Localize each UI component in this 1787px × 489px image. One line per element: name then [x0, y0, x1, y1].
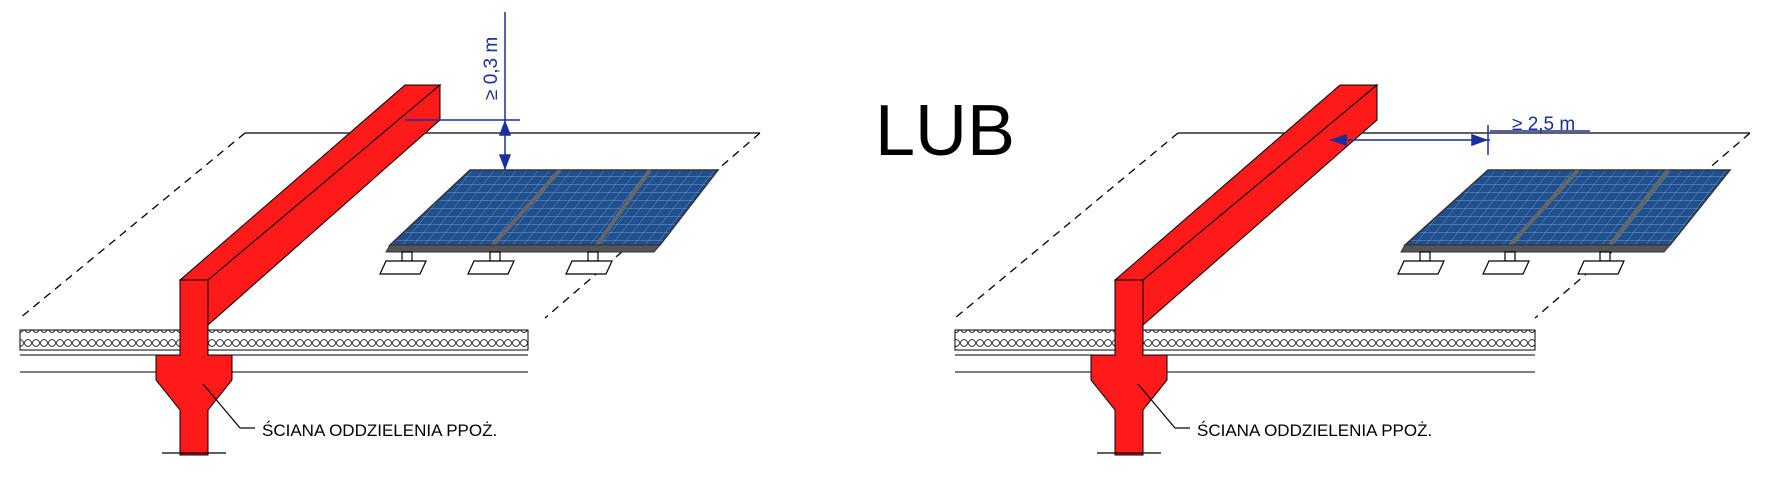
- or-label: LUB: [875, 91, 1015, 171]
- leader-line: [1137, 383, 1190, 429]
- wall-label: ŚCIANA ODDZIELENIA PPOŻ.: [1197, 421, 1432, 440]
- roof-layers: [19, 329, 529, 373]
- fire-wall: [1090, 83, 1379, 456]
- dimension-label: ≥ 2,5 m: [1512, 114, 1575, 135]
- left-diagram: ≥ 0,3 m ŚCIANA ODDZIELENIA PPOŻ.: [19, 12, 761, 456]
- leader-line: [202, 383, 255, 429]
- fire-wall: [155, 83, 442, 456]
- pv-array: [379, 168, 720, 275]
- dimension-vertical: [405, 12, 520, 171]
- dimension-horizontal: [1329, 125, 1590, 155]
- pv-array: [1397, 168, 1732, 275]
- wall-label: ŚCIANA ODDZIELENIA PPOŻ.: [262, 421, 497, 440]
- dimension-label: ≥ 0,3 m: [481, 37, 502, 100]
- right-diagram: ≥ 2,5 m ŚCIANA ODDZIELENIA PPOŻ.: [954, 83, 1751, 456]
- roof-layers: [954, 329, 1536, 373]
